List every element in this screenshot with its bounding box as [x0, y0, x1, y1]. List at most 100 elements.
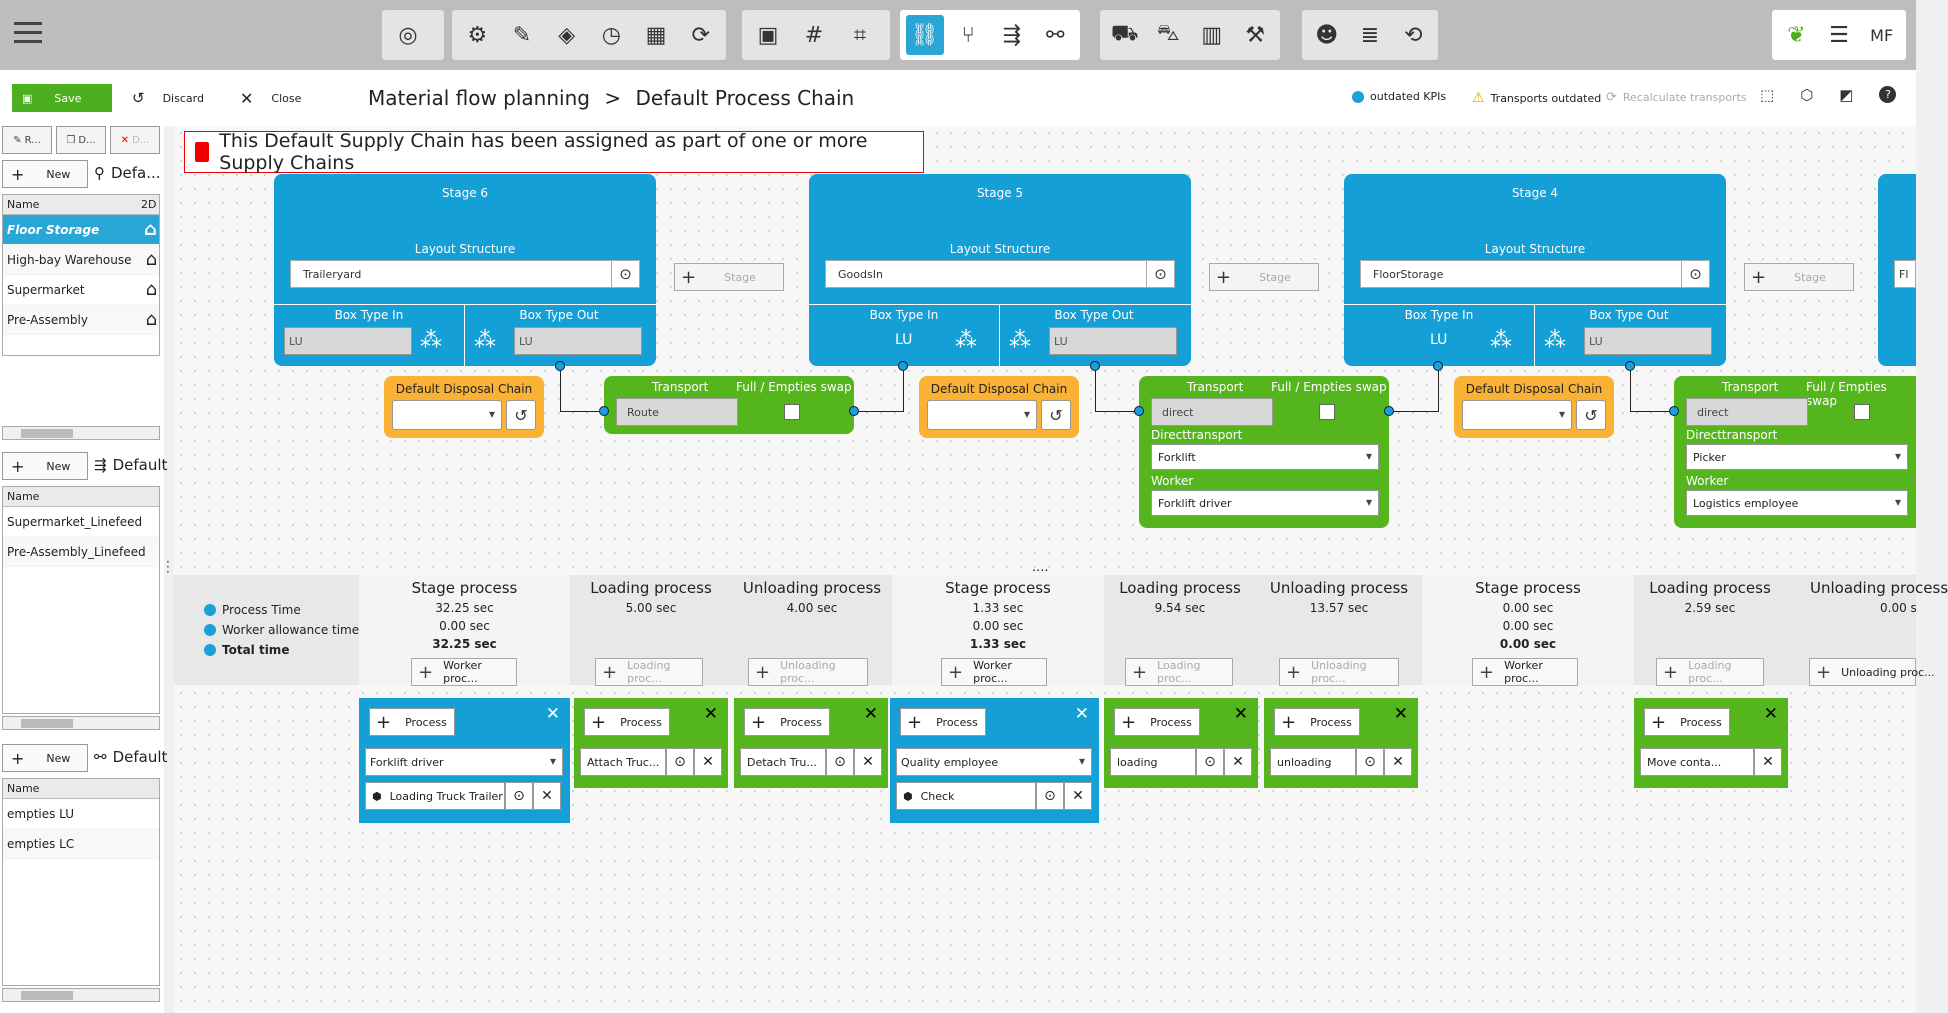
disposal-chain-select[interactable] [1462, 400, 1572, 430]
list-item[interactable]: empties LC [3, 829, 159, 859]
boxes-icon[interactable]: ⁂ [420, 328, 442, 353]
loading-process-button[interactable]: +Loading proc... [1656, 658, 1764, 686]
rename-button[interactable]: ✎R... [2, 126, 52, 154]
resize-handle[interactable]: .... [1032, 560, 1049, 575]
boxes-icon[interactable]: ⁂ [474, 328, 496, 353]
transport-field[interactable]: direct [1686, 398, 1808, 426]
kpi-status[interactable]: outdated KPIs [1352, 90, 1446, 103]
connector-port[interactable] [1384, 406, 1394, 416]
disposal-chain-card[interactable]: Default Disposal Chain ↺ [919, 376, 1079, 438]
sliders-icon[interactable]: ☰ [1829, 22, 1849, 48]
list-item[interactable]: High-bay Warehouse⌂ [3, 245, 159, 275]
connector-port[interactable] [1134, 406, 1144, 416]
ruler-icon[interactable]: ✎ [512, 22, 532, 48]
breadcrumb-root[interactable]: Material flow planning [368, 86, 590, 110]
boxes-icon[interactable]: ⁂ [1009, 328, 1031, 353]
box-type-in-field[interactable]: LU [284, 327, 412, 355]
worker-select[interactable]: Quality employee [896, 748, 1092, 776]
splitter-handle[interactable]: ··· [166, 555, 170, 579]
transport-field[interactable]: Route [616, 398, 738, 426]
worker-select[interactable]: Forklift driver [1151, 490, 1379, 516]
reload-box-icon[interactable]: ⟲ [1404, 22, 1423, 48]
layers-icon[interactable]: ◈ [558, 22, 576, 48]
disposal-chain-select[interactable] [927, 400, 1037, 430]
remove-icon[interactable]: ✕ [533, 782, 561, 810]
stopwatch-icon[interactable]: ◷ [601, 22, 621, 48]
horizontal-scrollbar[interactable] [2, 426, 160, 440]
layout-structure-field[interactable]: Traileryard⊙ [290, 260, 640, 288]
add-stage-button[interactable]: +Stage [1744, 263, 1854, 291]
list-item[interactable]: Supermarket⌂ [3, 275, 159, 305]
layout-structure-field[interactable]: GoodsIn⊙ [825, 260, 1175, 288]
remove-icon[interactable]: ✕ [694, 748, 722, 776]
settings-icon[interactable]: ⊙ [1036, 782, 1064, 810]
hamburger-menu-icon[interactable] [14, 22, 42, 46]
transport-card[interactable]: Transport Full / Empties swap direct Dir… [1139, 376, 1389, 528]
forklift-icon[interactable]: ⚒ [1245, 22, 1266, 48]
boxes-icon[interactable]: ⁂ [1544, 328, 1566, 353]
new-layout-button[interactable]: +New [2, 160, 88, 188]
boxes-icon[interactable]: ⁂ [955, 328, 977, 353]
save-button[interactable]: ▣ Save [12, 84, 112, 112]
close-icon[interactable]: ✕ [1074, 704, 1089, 724]
mf-structure-icon[interactable]: MF [1863, 15, 1900, 55]
settings-icon[interactable]: ⊙ [1196, 748, 1224, 776]
add-process-button[interactable]: +Process [1114, 708, 1200, 736]
process-item[interactable]: Attach Truc... [580, 748, 666, 776]
connector-port[interactable] [599, 406, 609, 416]
layout-structure-field[interactable]: FloorStorage⊙ [1360, 260, 1710, 288]
connector-port[interactable] [1090, 361, 1100, 371]
loading-process-button[interactable]: +Loading proc... [1125, 658, 1233, 686]
remove-icon[interactable]: ✕ [1224, 748, 1252, 776]
list-item[interactable]: Pre-Assembly_Linefeed [3, 537, 159, 567]
remove-icon[interactable]: ✕ [1064, 782, 1092, 810]
worker-process-button[interactable]: +Worker proc... [1472, 658, 1578, 686]
add-process-button[interactable]: +Process [744, 708, 830, 736]
disposal-chain-select[interactable] [392, 400, 502, 430]
worker-process-button[interactable]: +Worker proc... [411, 658, 517, 686]
undo-icon[interactable]: ↺ [506, 400, 536, 430]
add-stage-button[interactable]: +Stage [674, 263, 784, 291]
settings-icon[interactable]: ⊙ [826, 748, 854, 776]
transport-field[interactable]: direct [1151, 398, 1273, 426]
list-item[interactable]: Supermarket_Linefeed [3, 507, 159, 537]
box-type-out-field[interactable]: LU [1049, 327, 1177, 355]
close-icon[interactable]: ✕ [1763, 704, 1778, 724]
connector-port[interactable] [555, 361, 565, 371]
add-process-button[interactable]: +Process [369, 708, 455, 736]
settings-icon[interactable]: ⊙ [666, 748, 694, 776]
process-item[interactable]: ⬢Loading Truck Trailer [365, 782, 505, 810]
search-reload-icon[interactable]: ⟳ [691, 22, 710, 48]
truck-icon[interactable]: ⛟ [1110, 21, 1139, 46]
layout-frame-icon[interactable]: ▣ [757, 22, 779, 48]
scrollbar-thumb[interactable] [21, 991, 73, 1000]
target-icon[interactable]: ◎ [398, 22, 418, 48]
connector-port[interactable] [898, 361, 908, 371]
disposal-chain-card[interactable]: Default Disposal Chain ↺ [1454, 376, 1614, 438]
undo-icon[interactable]: ↺ [1041, 400, 1071, 430]
list-item[interactable]: empties LU [3, 799, 159, 829]
grid-icon[interactable]: # [804, 22, 824, 48]
discard-button[interactable]: ↺ Discard [132, 84, 204, 112]
branch-icon[interactable]: ⑂ [961, 22, 975, 48]
stage-card[interactable]: Stage 4 Layout Structure FloorStorage⊙ B… [1344, 174, 1726, 366]
process-item[interactable]: Detach Tru... [740, 748, 826, 776]
worker-select[interactable]: Forklift driver [365, 748, 563, 776]
people-icon[interactable]: ☻ [1315, 22, 1339, 48]
settings-icon[interactable]: ⊙ [1681, 261, 1709, 287]
cube-settings-icon[interactable]: ⚙ [467, 22, 488, 48]
close-icon[interactable]: ✕ [863, 704, 878, 724]
process-item[interactable]: Move conta... [1640, 748, 1754, 776]
transport-card[interactable]: Transport Full / Empties swap direct Dir… [1674, 376, 1916, 528]
stage-card-partial[interactable]: Fl [1878, 174, 1916, 366]
process-item[interactable]: unloading [1270, 748, 1356, 776]
close-button[interactable]: ✕ Close [240, 84, 301, 112]
remove-icon[interactable]: ✕ [1384, 748, 1412, 776]
settings-icon[interactable]: ⊙ [1146, 261, 1174, 287]
list-item[interactable]: Floor Storage⌂ [3, 215, 159, 245]
horizontal-scrollbar[interactable] [2, 988, 160, 1002]
coins-icon[interactable]: ≣ [1360, 22, 1380, 48]
close-icon[interactable]: ✕ [703, 704, 718, 724]
unloading-process-button[interactable]: +Unloading proc... [1809, 658, 1935, 686]
loading-process-button[interactable]: +Loading proc... [595, 658, 703, 686]
